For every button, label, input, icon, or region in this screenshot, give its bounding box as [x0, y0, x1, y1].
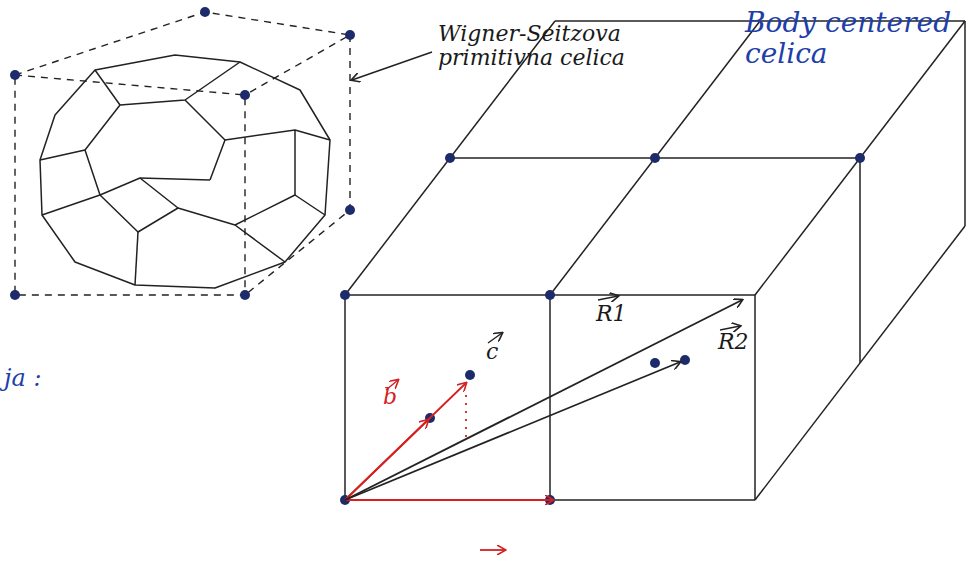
lattice-points — [10, 7, 355, 300]
lattice-vectors — [345, 300, 742, 550]
grid-edge — [345, 499, 755, 501]
grid-edge — [344, 295, 346, 500]
vector-label: R1 — [596, 302, 627, 326]
lattice-point — [650, 358, 660, 368]
lattice-point — [855, 153, 865, 163]
lattice-points — [340, 153, 865, 505]
side-note: ja : — [4, 365, 41, 391]
vector-label: b — [383, 385, 397, 409]
lattice-point — [545, 290, 555, 300]
vector-arrows — [386, 296, 740, 390]
lattice-point — [465, 370, 475, 380]
dashed-cube — [15, 12, 350, 295]
grid-edge — [754, 295, 756, 500]
lattice-point — [340, 290, 350, 300]
pointer-arrow — [352, 52, 432, 80]
cubic-grid — [345, 21, 965, 500]
vector-label: c — [486, 340, 498, 364]
structure-title: Body centered celica — [745, 8, 970, 70]
cell-caption: Wigner-Seitzova primitivna celica — [438, 22, 688, 70]
vector-label: R2 — [718, 330, 749, 354]
grid-edge — [859, 158, 861, 363]
lattice-point — [445, 153, 455, 163]
lattice-point — [680, 355, 690, 365]
truncated-octahedron — [40, 55, 330, 288]
grid-edge — [964, 21, 966, 226]
lattice-point — [650, 153, 660, 163]
